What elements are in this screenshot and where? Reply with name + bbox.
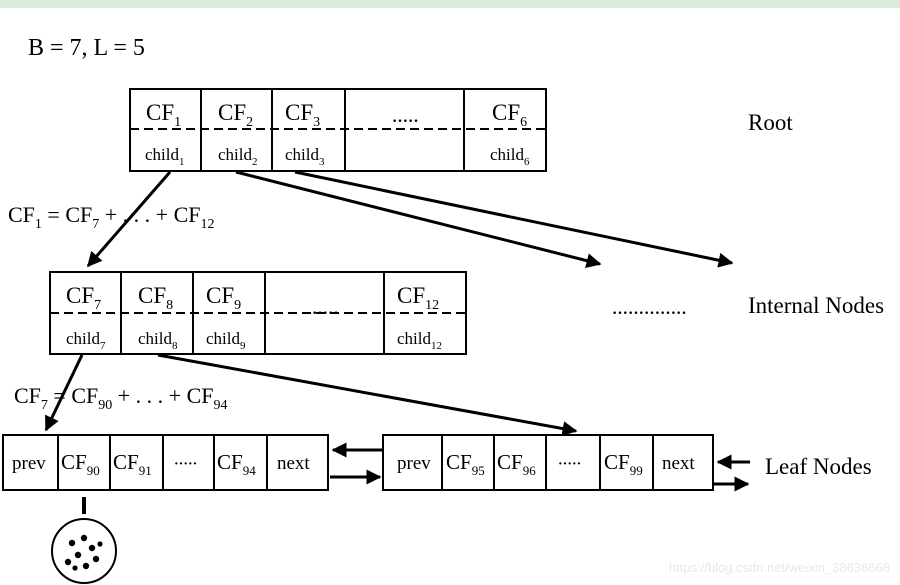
root-label: Root [748, 110, 793, 135]
internal-child-7: child7 [66, 329, 106, 352]
leaf-left-prev: prev [12, 453, 46, 474]
top-banner [0, 0, 900, 8]
leaf-label: Leaf Nodes [765, 454, 872, 479]
leaf-left-next: next [277, 453, 310, 474]
data-points-cluster-icon [51, 518, 117, 584]
internal-label: Internal Nodes [748, 293, 884, 318]
root-ellipsis: ····· [392, 113, 419, 130]
leaf-node-left: prev CF90 CF91 ····· CF94 next [2, 434, 329, 491]
root-child-1: child1 [145, 145, 185, 168]
arrow-root-child3 [294, 170, 734, 268]
internal-child-9: child9 [206, 329, 246, 352]
internal-more-ellipsis: ·············· [612, 305, 687, 322]
tree-parameters: B = 7, L = 5 [28, 35, 145, 61]
internal-child-12: child12 [397, 329, 442, 352]
root-child-6: child6 [490, 145, 530, 168]
root-child-2: child2 [218, 145, 258, 168]
arrow-internal-to-leaf-left [44, 354, 84, 432]
leaf-right-cf-95: CF95 [446, 450, 485, 478]
leaf-right-prev: prev [397, 453, 431, 474]
equation-cf7: CF7 = CF90 + . . . + CF94 [14, 383, 227, 413]
leaf-left-ellipsis: ····· [174, 457, 197, 472]
arrow-internal-to-leaf-right [157, 353, 578, 436]
arrow-root-to-internal [86, 171, 172, 268]
leaf-right-next: next [662, 453, 695, 474]
internal-node: CF7 CF8 CF9 ····· CF12 child7 child8 chi… [49, 271, 467, 355]
arrow-root-child2 [235, 170, 602, 268]
leaf-right-ellipsis: ····· [558, 457, 581, 472]
leaf-node-right: prev CF95 CF96 ····· CF99 next [382, 434, 714, 491]
watermark: https://blog.csdn.net/weixin_38636668 [668, 560, 890, 575]
equation-cf1: CF1 = CF7 + . . . + CF12 [8, 202, 214, 232]
internal-ellipsis: ····· [312, 305, 339, 322]
internal-child-8: child8 [138, 329, 178, 352]
root-child-3: child3 [285, 145, 325, 168]
root-node: CF1 CF2 CF3 ····· CF6 child1 child2 chil… [129, 88, 547, 172]
